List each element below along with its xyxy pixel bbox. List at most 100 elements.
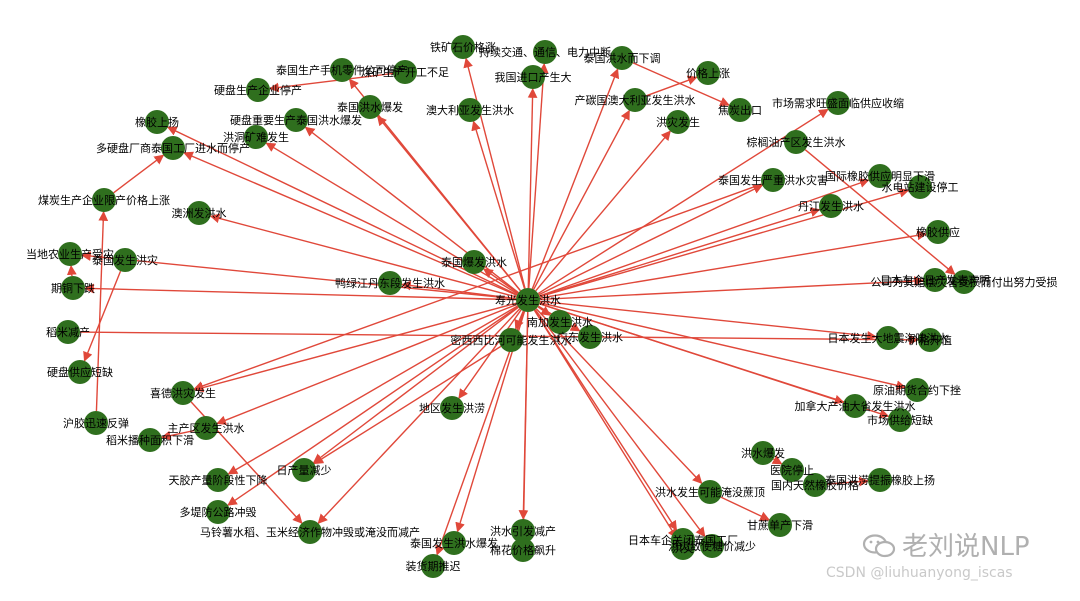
node-label-n58: 马铃薯水稻、玉米经济作物冲毁或淹没而减产 — [200, 525, 420, 539]
node-label-n42: 喜德洪灾发生 — [150, 386, 216, 400]
node-n14[interactable] — [145, 110, 169, 134]
node-n20[interactable] — [761, 168, 785, 192]
node-n61[interactable] — [442, 531, 466, 555]
node-n54[interactable] — [206, 468, 230, 492]
edge-hub-n55 — [535, 308, 703, 485]
node-label-n57: 甘蔗单产下滑 — [747, 518, 813, 532]
node-n49[interactable] — [751, 441, 775, 465]
edge-n23-n19 — [113, 154, 165, 194]
node-label-n32: 期铜下跌 — [51, 281, 95, 295]
node-n34[interactable] — [56, 320, 80, 344]
node-n50[interactable] — [780, 458, 804, 482]
node-n10[interactable] — [458, 98, 482, 122]
node-n12[interactable] — [728, 98, 752, 122]
node-n1[interactable] — [451, 35, 475, 59]
node-label-n43: 地区发生洪涝 — [419, 401, 485, 415]
node-n7[interactable] — [521, 65, 545, 89]
node-n4[interactable] — [696, 61, 720, 85]
edge-hub-n65 — [533, 309, 678, 539]
node-n21[interactable] — [868, 164, 892, 188]
node-hub[interactable] — [516, 288, 540, 312]
node-n16[interactable] — [244, 125, 268, 149]
node-n29[interactable] — [462, 250, 486, 274]
node-n5[interactable] — [330, 58, 354, 82]
node-label-n8: 硬盘生产企业停产 — [214, 83, 302, 97]
edge-hub-n29 — [483, 268, 519, 294]
node-n9[interactable] — [358, 95, 382, 119]
node-n17[interactable] — [666, 110, 690, 134]
node-n53[interactable] — [868, 468, 892, 492]
node-label-n56: 多堤防公路冲毁 — [180, 505, 257, 519]
node-n44[interactable] — [843, 394, 867, 418]
node-n23[interactable] — [92, 188, 116, 212]
node-n19[interactable] — [161, 136, 185, 160]
node-n15[interactable] — [284, 108, 308, 132]
node-n63[interactable] — [700, 534, 724, 558]
edge-hub-n54 — [227, 305, 518, 475]
node-n58[interactable] — [298, 520, 322, 544]
edge-n11-n4 — [646, 75, 698, 97]
node-n18[interactable] — [784, 130, 808, 154]
edge-hub-n47 — [216, 303, 518, 425]
node-n40[interactable] — [68, 360, 92, 384]
node-label-n60: 日本车企关闭泰国工厂 — [628, 533, 738, 547]
node-label-n28: 泰国发生洪灾 — [92, 253, 158, 267]
node-n13[interactable] — [826, 91, 850, 115]
node-n24[interactable] — [819, 194, 843, 218]
node-n38[interactable] — [499, 328, 523, 352]
node-n65[interactable] — [671, 536, 695, 560]
node-n2[interactable] — [533, 40, 557, 64]
edge-hub-n11 — [533, 109, 630, 290]
node-n11[interactable] — [623, 88, 647, 112]
node-n43[interactable] — [440, 396, 464, 420]
node-n57[interactable] — [768, 513, 792, 537]
node-n30[interactable] — [923, 268, 947, 292]
node-n39[interactable] — [578, 325, 602, 349]
node-label-n21: 国际橡胶供应明显下滑 — [825, 169, 935, 183]
node-label-n11: 产碳国澳大利亚发生洪水 — [575, 93, 696, 107]
node-n31[interactable] — [952, 270, 976, 294]
edge-hub-n30 — [539, 276, 924, 301]
node-label-n65: 洪灾 — [672, 541, 694, 555]
node-n36[interactable] — [876, 326, 900, 350]
node-label-n4: 价格上涨 — [686, 66, 730, 80]
node-n62[interactable] — [511, 538, 535, 562]
edge-n34-n37 — [79, 331, 919, 345]
node-n55[interactable] — [698, 480, 722, 504]
node-n64[interactable] — [421, 554, 445, 578]
node-n52[interactable] — [803, 473, 827, 497]
node-n22[interactable] — [908, 175, 932, 199]
edge-hub-n41 — [539, 302, 907, 391]
node-label-n35: 南加发生洪水 — [527, 315, 593, 329]
edge-hub-n21 — [539, 178, 870, 297]
node-n32[interactable] — [61, 276, 85, 300]
node-n27[interactable] — [58, 242, 82, 266]
edge-hub-n3 — [531, 68, 620, 290]
node-n47[interactable] — [194, 416, 218, 440]
node-label-n15: 硬盘重要生产泰国洪水爆发 — [230, 113, 362, 127]
node-label-n27: 当地农业生产受灾 — [26, 247, 114, 261]
node-n45[interactable] — [84, 411, 108, 435]
node-n28[interactable] — [113, 248, 137, 272]
node-n6[interactable] — [393, 60, 417, 84]
node-n46[interactable] — [888, 408, 912, 432]
node-n26[interactable] — [926, 220, 950, 244]
node-n41[interactable] — [905, 378, 929, 402]
node-n3[interactable] — [610, 46, 634, 70]
node-n51[interactable] — [292, 458, 316, 482]
node-n33[interactable] — [378, 271, 402, 295]
node-n25[interactable] — [187, 201, 211, 225]
node-n42[interactable] — [171, 381, 195, 405]
node-n59[interactable] — [511, 519, 535, 543]
node-label-n22: 水电站建设停工 — [882, 180, 959, 194]
node-n56[interactable] — [206, 500, 230, 524]
node-label-n48: 稻米播种面积下滑 — [106, 433, 194, 447]
node-n48[interactable] — [138, 428, 162, 452]
node-n8[interactable] — [246, 78, 270, 102]
edge-hub-n10 — [471, 120, 526, 289]
node-n35[interactable] — [548, 310, 572, 334]
node-n37[interactable] — [918, 328, 942, 352]
edge-n47-n48 — [160, 429, 195, 441]
node-label-n3: 泰国洪水而下调 — [584, 51, 661, 65]
node-label-n24: 丹江发生洪水 — [798, 199, 864, 213]
